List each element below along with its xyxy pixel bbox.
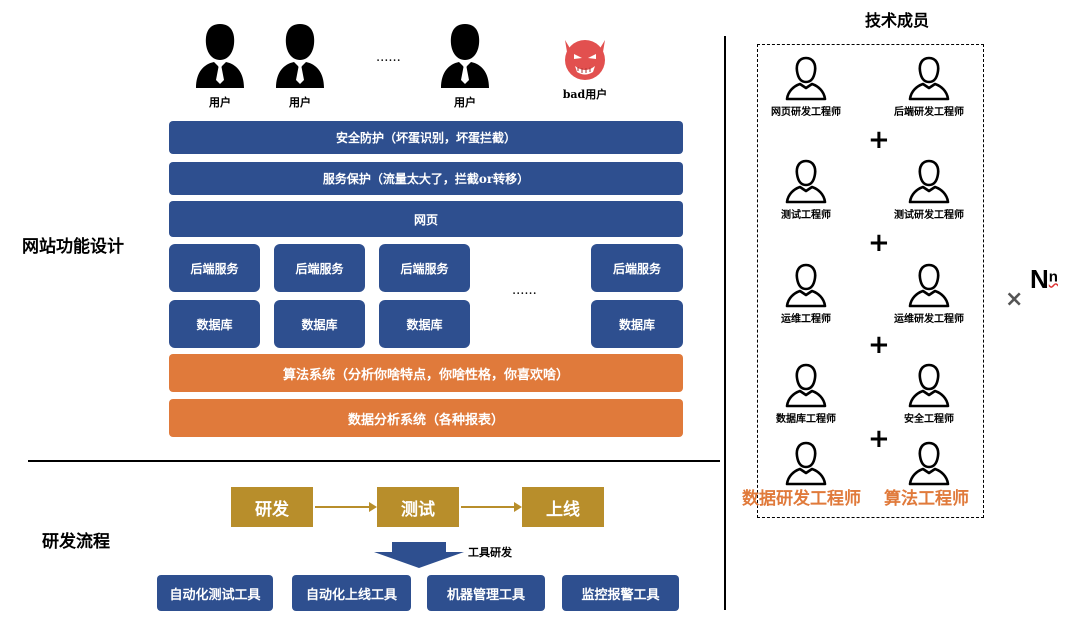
multiply-sign: ×	[1005, 287, 1024, 312]
backend-service: 后端服务	[591, 244, 683, 292]
person-icon	[908, 441, 950, 486]
service-protect-layer: 服务保护（流量太大了，拦截or转移）	[169, 162, 683, 195]
team-member: 运维工程师	[751, 262, 861, 325]
database: 数据库	[591, 300, 683, 348]
step-develop: 研发	[231, 487, 313, 527]
team-box	[757, 44, 984, 518]
tool-monitor-alert: 监控报警工具	[562, 575, 679, 611]
step-release: 上线	[522, 487, 604, 527]
power-expression: Nn	[1030, 264, 1058, 295]
user-2: 用户	[265, 20, 335, 110]
person-icon	[908, 363, 950, 408]
plus-sign: +	[868, 228, 890, 258]
member-label: 运维工程师	[781, 314, 831, 325]
team-member: 后端研发工程师	[874, 55, 984, 118]
team-member: 测试工程师	[751, 158, 861, 221]
member-label: 数据库工程师	[776, 414, 836, 425]
algorithm-system: 算法系统（分析你啥特点，你啥性格，你喜欢啥）	[169, 354, 683, 392]
tools-label: 工具研发	[468, 546, 512, 559]
team-member	[751, 440, 861, 486]
backend-service: 后端服务	[379, 244, 470, 292]
power-exponent: n	[1048, 268, 1058, 286]
member-label-highlight: 算法工程师	[884, 489, 969, 509]
member-label-highlight: 数据研发工程师	[742, 489, 861, 509]
person-icon	[908, 159, 950, 204]
member-label: 后端研发工程师	[894, 107, 964, 118]
plus-sign: +	[868, 330, 890, 360]
database: 数据库	[379, 300, 470, 348]
team-member: 安全工程师	[874, 362, 984, 425]
power-base: N	[1030, 264, 1049, 294]
horizontal-divider	[28, 460, 720, 462]
backend-service: 后端服务	[274, 244, 365, 292]
person-icon	[785, 56, 827, 101]
bad-user-label: bad用户	[562, 88, 608, 101]
user-label: 用户	[209, 96, 231, 109]
tool-machine-mgmt: 机器管理工具	[427, 575, 545, 611]
user-1: 用户	[185, 20, 255, 110]
services-ellipsis: ......	[512, 283, 537, 298]
webpage-layer: 网页	[169, 201, 683, 237]
users-ellipsis: ......	[376, 50, 401, 65]
person-icon	[785, 159, 827, 204]
user-3: 用户	[430, 20, 500, 110]
team-title: 技术成员	[865, 11, 930, 30]
team-member: 测试研发工程师	[874, 158, 984, 221]
bad-user: bad用户	[550, 28, 620, 102]
member-label: 安全工程师	[904, 414, 954, 425]
person-icon	[908, 263, 950, 308]
user-icon	[441, 24, 489, 88]
team-member: 网页研发工程师	[751, 55, 861, 118]
user-label: 用户	[454, 96, 476, 109]
security-layer: 安全防护（坏蛋识别，坏蛋拦截）	[169, 121, 683, 154]
process-arrows	[315, 502, 522, 512]
devil-icon	[565, 40, 605, 80]
member-label: 网页研发工程师	[771, 107, 841, 118]
plus-sign: +	[868, 125, 890, 155]
member-label: 测试工程师	[781, 210, 831, 221]
person-icon	[785, 263, 827, 308]
database: 数据库	[274, 300, 365, 348]
vertical-divider	[724, 36, 726, 610]
team-member: 数据库工程师	[751, 362, 861, 425]
team-member	[874, 440, 984, 486]
person-icon	[785, 441, 827, 486]
backend-service: 后端服务	[169, 244, 260, 292]
tool-auto-test: 自动化测试工具	[157, 575, 273, 611]
user-label: 用户	[289, 96, 311, 109]
user-icon	[276, 24, 324, 88]
plus-sign: +	[868, 424, 890, 454]
data-analytics-system: 数据分析系统（各种报表）	[169, 399, 683, 437]
down-arrow-icon	[374, 542, 464, 568]
process-title: 研发流程	[42, 532, 110, 552]
member-label: 运维研发工程师	[894, 314, 964, 325]
site-design-title: 网站功能设计	[22, 237, 124, 257]
member-label: 测试研发工程师	[894, 210, 964, 221]
step-test: 测试	[377, 487, 459, 527]
database: 数据库	[169, 300, 260, 348]
person-icon	[785, 363, 827, 408]
tool-auto-release: 自动化上线工具	[292, 575, 411, 611]
person-icon	[908, 56, 950, 101]
team-member: 运维研发工程师	[874, 262, 984, 325]
user-icon	[196, 24, 244, 88]
